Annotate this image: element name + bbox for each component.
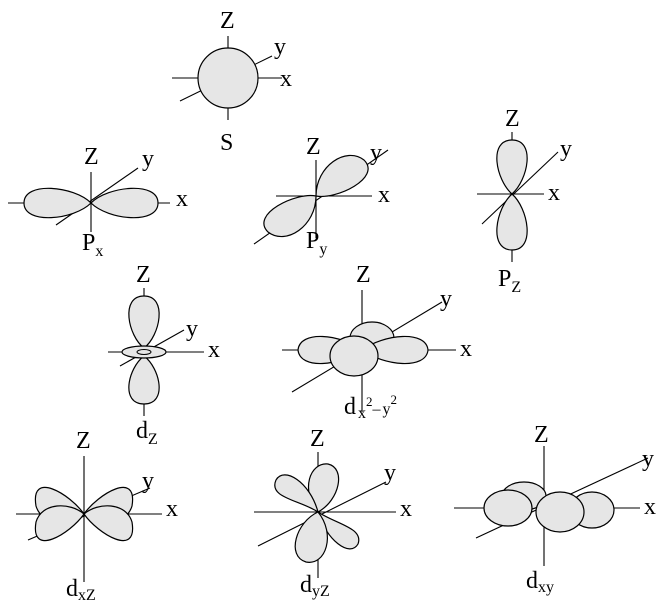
py-lobe-front — [263, 194, 317, 238]
pz-y-axis — [481, 151, 559, 225]
dyz-lobe-lower-front — [294, 511, 328, 563]
dxy-orbital: Z y x dxy — [454, 422, 656, 596]
dx2y2-x-label: x — [460, 336, 472, 362]
s-orbital: Z y x S — [172, 8, 292, 156]
dyz-y-label: y — [384, 460, 396, 486]
dxz-orbital-label: dxZ — [66, 576, 96, 604]
pz-x-label: x — [548, 180, 560, 206]
dx2y2-lobe-front — [329, 335, 379, 377]
px-z-label: Z — [84, 144, 99, 170]
s-orbital-label: S — [220, 130, 233, 156]
py-orbital-label: Py — [306, 228, 327, 258]
dx2y2-z-label: Z — [356, 262, 371, 288]
py-z-label: Z — [306, 134, 321, 160]
dxz-z-label: Z — [76, 428, 91, 454]
dz-torus — [121, 345, 167, 359]
dxy-x-label: x — [644, 494, 656, 520]
s-z-label: Z — [220, 8, 235, 34]
dz-lobe-bottom — [128, 355, 160, 405]
dx2y2-y-label: y — [440, 286, 452, 312]
px-y-axis — [55, 167, 139, 226]
px-orbital-label: Px — [82, 230, 103, 260]
py-orbital: Z y x Py — [253, 134, 390, 258]
dz-orbital-label: dZ — [136, 418, 158, 448]
px-lobe-left — [23, 187, 92, 219]
dyz-x-label: x — [400, 496, 412, 522]
px-x-label: x — [176, 186, 188, 212]
dz-z-label: Z — [136, 262, 151, 288]
dyz-lobe-upper-front — [274, 474, 319, 514]
dyz-orbital-label: dyZ — [300, 572, 330, 600]
dxy-lobe-front — [535, 491, 585, 533]
pz-orbital: Z y x PZ — [477, 106, 572, 296]
dxy-z-label: Z — [534, 422, 549, 448]
py-y-label: y — [370, 140, 382, 166]
px-lobe-right — [90, 187, 159, 219]
px-y-label: y — [142, 146, 154, 172]
dxy-y-label: y — [642, 446, 654, 472]
s-y-label: y — [274, 34, 286, 60]
dxz-lobe-lower-left — [34, 505, 85, 542]
pz-lobe-bottom — [496, 193, 528, 251]
dxz-x-label: x — [166, 496, 178, 522]
dz-x-label: x — [208, 337, 220, 363]
dxz-y-label: y — [142, 468, 154, 494]
pz-z-label: Z — [505, 106, 520, 132]
py-lobe-back — [315, 154, 369, 198]
pz-orbital-label: PZ — [498, 266, 521, 296]
dz-torus-hole — [136, 349, 152, 355]
pz-lobe-top — [496, 139, 528, 195]
py-x-label: x — [378, 182, 390, 208]
dxz-orbital: Z y x dxZ — [16, 428, 178, 604]
dxy-orbital-label: dxy — [526, 568, 554, 596]
dyz-z-label: Z — [310, 426, 325, 452]
px-orbital: Z y x Px — [8, 144, 188, 260]
dz-y-label: y — [186, 316, 198, 342]
dyz-orbital: Z y x dyZ — [254, 426, 412, 600]
dz-orbital: Z y x dZ — [108, 262, 220, 448]
s-sphere — [197, 47, 259, 109]
dyz-lobe-lower-back — [316, 510, 360, 550]
s-x-label: x — [280, 66, 292, 92]
pz-y-label: y — [560, 136, 572, 162]
dz-lobe-top — [128, 295, 160, 349]
dxz-lobe-lower-right — [83, 505, 134, 542]
dxy-lobe-left — [483, 489, 533, 527]
